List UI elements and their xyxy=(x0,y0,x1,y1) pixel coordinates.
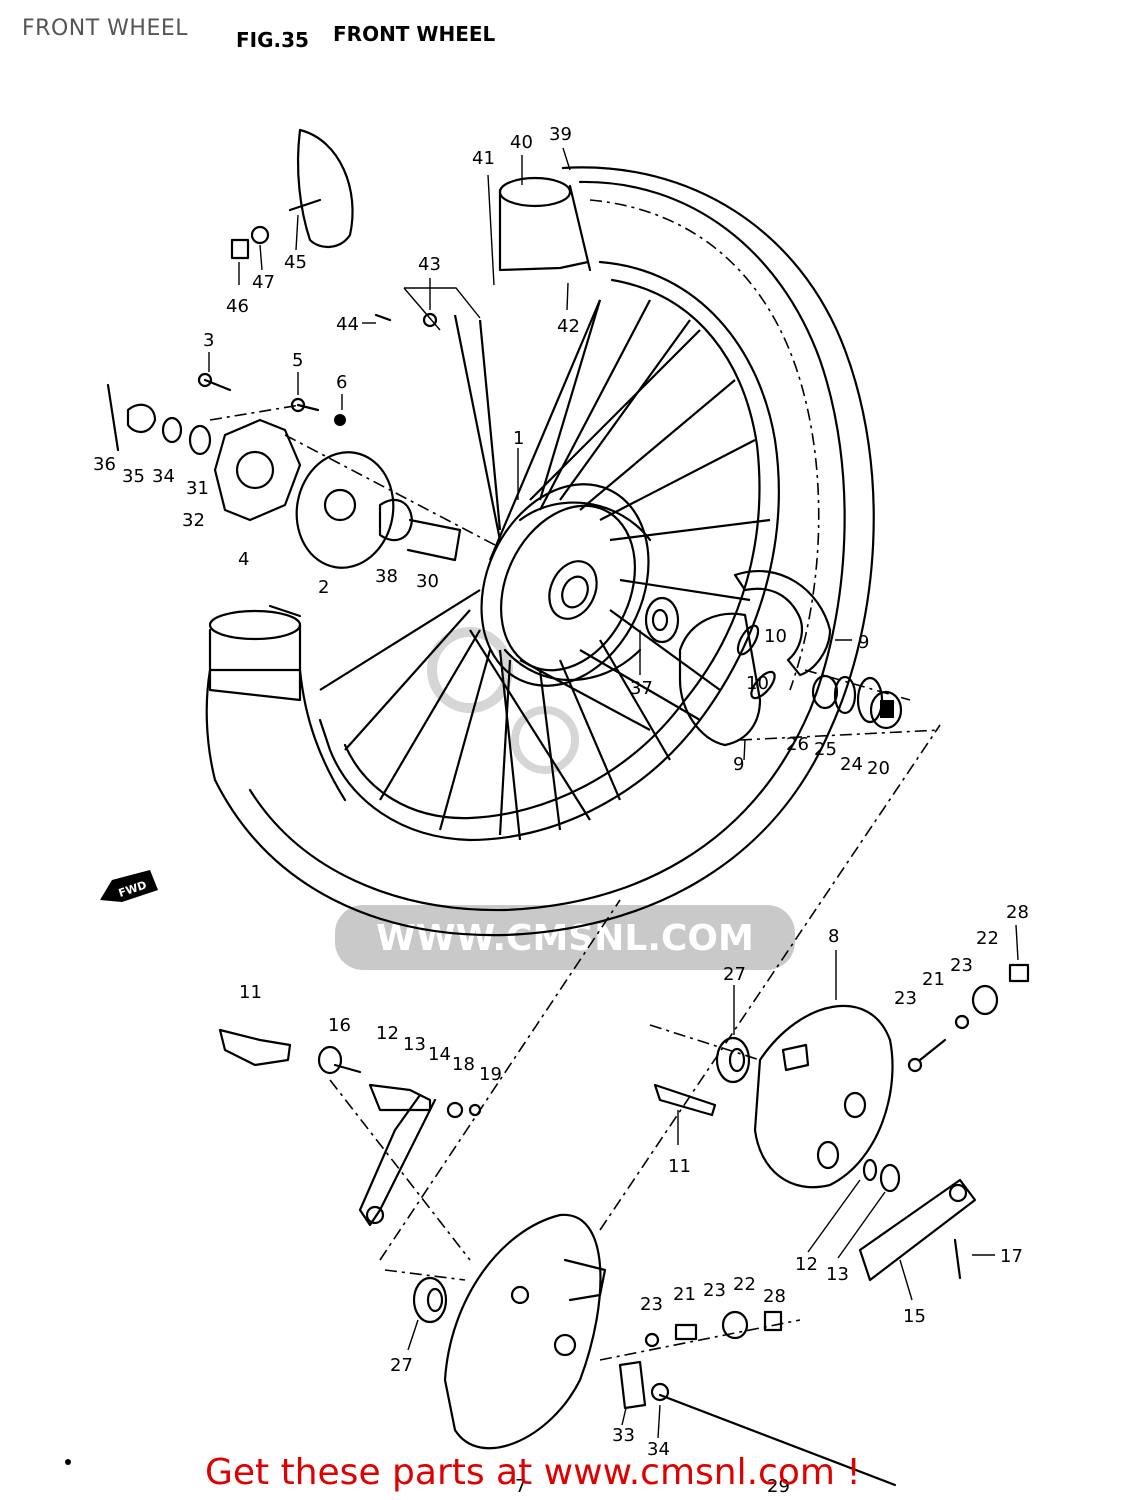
callout-5: 5 xyxy=(292,350,303,371)
callout-32: 32 xyxy=(182,510,205,531)
callout-22b: 22 xyxy=(733,1274,756,1295)
callout-23d: 23 xyxy=(640,1294,663,1315)
brake-shoes xyxy=(644,569,903,747)
callout-28b: 28 xyxy=(763,1286,786,1307)
callout-28a: 28 xyxy=(1006,902,1029,923)
callout-23a: 23 xyxy=(950,955,973,976)
tire xyxy=(205,166,875,937)
callout-7: 7 xyxy=(515,1476,526,1497)
callout-10b: 10 xyxy=(746,673,769,694)
callout-19: 19 xyxy=(479,1064,502,1085)
speedo-gear-parts xyxy=(230,128,438,328)
hub xyxy=(480,483,652,687)
figure-number: FIG.35 xyxy=(236,28,309,52)
callout-37: 37 xyxy=(630,678,653,699)
brake-panel xyxy=(653,963,1030,1189)
callout-9a: 9 xyxy=(858,632,869,653)
assembly-lines xyxy=(209,404,941,1361)
callout-22a: 22 xyxy=(976,928,999,949)
callout-numbers: 39 40 41 42 43 44 45 46 47 3 5 6 36 35 3… xyxy=(93,124,1029,1497)
brake-panel-left xyxy=(412,1213,897,1487)
callout-27a: 27 xyxy=(723,964,746,985)
callout-42: 42 xyxy=(557,316,580,337)
callout-16: 16 xyxy=(328,1015,351,1036)
callout-13b: 13 xyxy=(826,1264,849,1285)
callout-39: 39 xyxy=(549,124,572,145)
cam-lever-parts xyxy=(218,1028,977,1282)
callout-29: 29 xyxy=(767,1476,790,1497)
callout-13a: 13 xyxy=(403,1034,426,1055)
callout-34a: 34 xyxy=(152,466,175,487)
fwd-arrow-icon: FWD xyxy=(100,870,158,902)
watermark-url: WWW.CMSNL.COM xyxy=(376,918,754,959)
speedometer-drive-parts xyxy=(106,372,462,569)
callout-21a: 21 xyxy=(922,969,945,990)
callout-35: 35 xyxy=(122,466,145,487)
spokes xyxy=(319,299,771,841)
callout-10a: 10 xyxy=(764,626,787,647)
cmsnl-watermark: WWW.CMSNL.COM xyxy=(335,627,795,970)
rim xyxy=(318,260,780,842)
callout-14: 14 xyxy=(428,1044,451,1065)
page-title: FRONT WHEEL xyxy=(22,16,188,41)
callout-9b: 9 xyxy=(733,754,744,775)
callout-27b: 27 xyxy=(390,1355,413,1376)
callout-4: 4 xyxy=(238,549,249,570)
callout-25: 25 xyxy=(814,739,837,760)
footer-link[interactable]: Get these parts at www.cmsnl.com ! xyxy=(205,1452,861,1493)
callout-2: 2 xyxy=(318,577,329,598)
callout-21b: 21 xyxy=(673,1284,696,1305)
callout-45: 45 xyxy=(284,252,307,273)
callout-17: 17 xyxy=(1000,1246,1023,1267)
callout-36: 36 xyxy=(93,454,116,475)
callout-41: 41 xyxy=(472,148,495,169)
callout-31: 31 xyxy=(186,478,209,499)
callout-18: 18 xyxy=(452,1054,475,1075)
callout-40: 40 xyxy=(510,132,533,153)
callout-24: 24 xyxy=(840,754,863,775)
callout-11b: 11 xyxy=(668,1156,691,1177)
callout-1: 1 xyxy=(513,428,524,449)
callout-12a: 12 xyxy=(376,1023,399,1044)
callout-3: 3 xyxy=(203,330,214,351)
callout-43: 43 xyxy=(418,254,441,275)
leader-lines xyxy=(208,147,1019,1439)
callout-15: 15 xyxy=(903,1306,926,1327)
callout-34b: 34 xyxy=(647,1439,670,1460)
callout-30: 30 xyxy=(416,571,439,592)
callout-23b: 23 xyxy=(894,988,917,1009)
callout-20: 20 xyxy=(867,758,890,779)
callout-23c: 23 xyxy=(703,1280,726,1301)
callout-47: 47 xyxy=(252,272,275,293)
callout-6: 6 xyxy=(336,372,347,393)
callout-46: 46 xyxy=(226,296,249,317)
callout-33: 33 xyxy=(612,1425,635,1446)
callout-8: 8 xyxy=(828,926,839,947)
figure-title: FRONT WHEEL xyxy=(333,22,496,46)
callout-12b: 12 xyxy=(795,1254,818,1275)
callout-11a: 11 xyxy=(239,982,262,1003)
callout-26: 26 xyxy=(786,734,809,755)
callout-38: 38 xyxy=(375,566,398,587)
callout-44: 44 xyxy=(336,314,359,335)
